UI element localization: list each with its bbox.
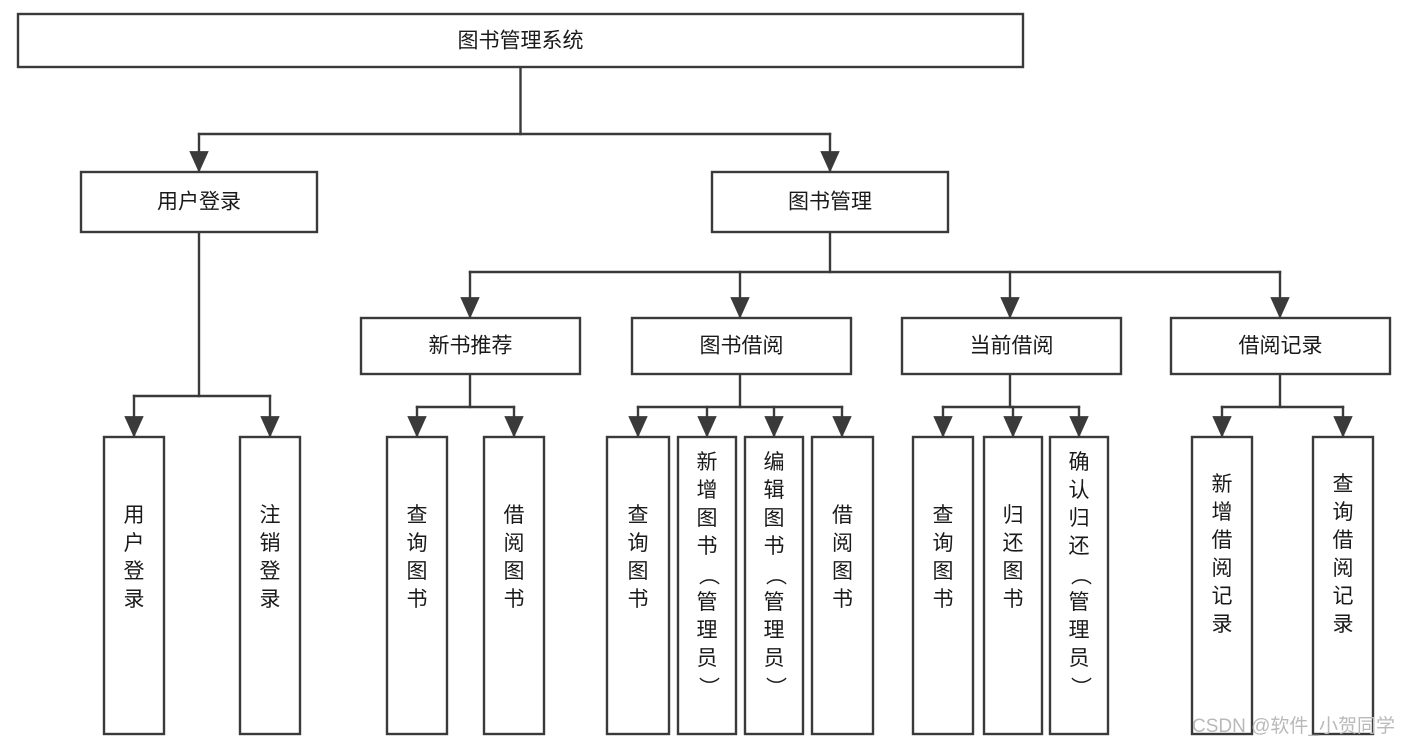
node-book-borrow-label: 图书借阅 [700, 335, 784, 358]
node-book-manage-box[interactable] [710, 170, 950, 234]
node-leaf-user-login-box[interactable] [102, 435, 166, 736]
node-leaf-query-book-2-box[interactable] [605, 435, 671, 736]
node-leaf-borrow-book-1-box[interactable] [482, 435, 546, 736]
node-borrow-record-box[interactable] [1169, 316, 1392, 376]
node-current-borrow-label: 当前借阅 [970, 335, 1054, 358]
node-new-book-rec-label: 新书推荐 [429, 335, 513, 358]
node-user-login-box[interactable] [79, 170, 319, 234]
node-book-borrow-box[interactable] [630, 316, 853, 376]
node-leaf-query-book-1-box[interactable] [385, 435, 449, 736]
node-leaf-user-logout-box[interactable] [238, 435, 302, 736]
node-user-login-label: 用户登录 [157, 191, 241, 214]
connectors-user-login-to-leaves [124, 230, 280, 438]
node-book-borrow[interactable]: 图书借阅 [630, 316, 853, 376]
node-leaf-query-book-3-box[interactable] [911, 435, 975, 736]
node-book-manage[interactable]: 图书管理 [710, 170, 950, 234]
leaf-boxes [102, 435, 1375, 736]
node-leaf-add-book-box[interactable] [676, 435, 738, 736]
node-leaf-return-book-box[interactable] [982, 435, 1044, 736]
node-current-borrow[interactable]: 当前借阅 [900, 316, 1123, 376]
connectors-book-borrow-to-leaves [628, 372, 852, 438]
node-leaf-add-record-box[interactable] [1190, 435, 1254, 736]
node-leaf-confirm-return-box[interactable] [1048, 435, 1110, 736]
node-root-label: 图书管理系统 [458, 30, 584, 53]
node-root-box[interactable] [16, 12, 1025, 69]
node-leaf-query-record-box[interactable] [1311, 435, 1375, 736]
node-borrow-record[interactable]: 借阅记录 [1169, 316, 1392, 376]
connectors-book-manage-to-level3 [460, 230, 1290, 319]
connectors-new-book-rec-to-leaves [407, 372, 524, 438]
node-leaf-borrow-book-2-box[interactable] [810, 435, 875, 736]
node-new-book-rec-box[interactable] [359, 316, 582, 376]
connectors-root-to-level2 [189, 65, 840, 173]
connectors-current-borrow-to-leaves [933, 372, 1089, 438]
csdn-watermark: CSDN @软件_小贺同学 [1192, 715, 1395, 737]
node-root[interactable]: 图书管理系统 [16, 12, 1025, 69]
node-book-manage-label: 图书管理 [788, 191, 872, 214]
node-borrow-record-label: 借阅记录 [1239, 335, 1323, 358]
node-leaf-edit-book-box[interactable] [743, 435, 805, 736]
node-user-login[interactable]: 用户登录 [79, 170, 319, 234]
connectors-borrow-record-to-leaves [1212, 372, 1353, 438]
node-new-book-rec[interactable]: 新书推荐 [359, 316, 582, 376]
node-current-borrow-box[interactable] [900, 316, 1123, 376]
